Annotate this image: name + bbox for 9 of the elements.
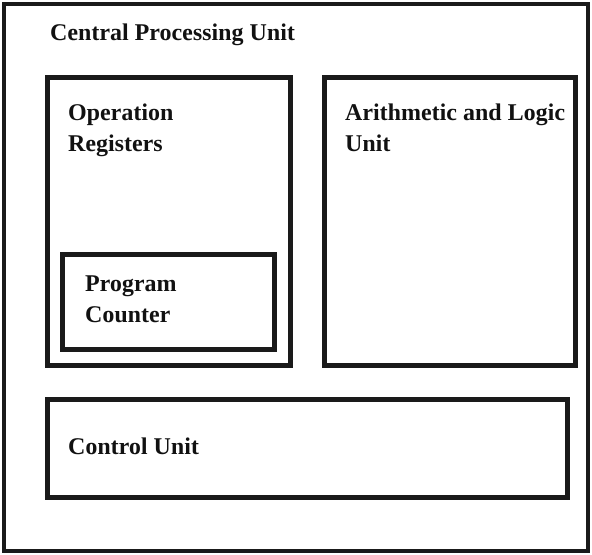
- component-box: [45, 75, 293, 368]
- component-box: [45, 397, 570, 500]
- box-label: Operation Registers: [68, 99, 174, 159]
- component-box: [60, 252, 277, 352]
- box-label: Central Processing Unit: [50, 19, 296, 48]
- component-box: [322, 75, 578, 368]
- box-label: Control Unit: [68, 433, 200, 462]
- box-label: Program Counter: [85, 270, 178, 330]
- box-label: Arithmetic and Logic Unit: [345, 99, 566, 159]
